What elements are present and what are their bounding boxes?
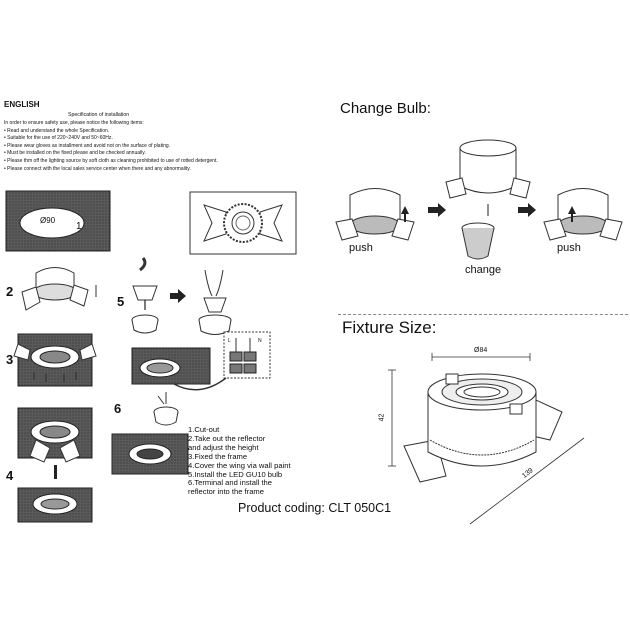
change-label: change bbox=[465, 264, 502, 276]
spec-line: • Read and understand the whole Specific… bbox=[4, 127, 110, 134]
reflector-install-illustration bbox=[111, 392, 189, 475]
spec-line: • Please connect with the local sales se… bbox=[4, 165, 191, 172]
step-line: 5.Install the LED GU10 bulb bbox=[188, 469, 283, 479]
installation-steps-list: 1.Cut-out 2.Take out the reflector and a… bbox=[188, 425, 291, 497]
height-dimension: 42 bbox=[378, 413, 386, 422]
terminal-block-illustration bbox=[223, 331, 271, 379]
change-bulb-left-illustration bbox=[335, 188, 415, 241]
product-coding: Product coding: CLT 050C1 bbox=[238, 501, 392, 515]
spec-line: • Suitable for the use of 220~240V and 5… bbox=[4, 135, 113, 142]
frame-top-view bbox=[189, 191, 297, 255]
terminal-label-n: N bbox=[258, 338, 262, 344]
language-heading: ENGLISH bbox=[4, 100, 40, 109]
frame-adjust-illustration bbox=[21, 267, 97, 311]
change-bulb-middle-illustration bbox=[445, 139, 531, 260]
cutout-diameter-label: Ø90 bbox=[40, 216, 56, 225]
frame-fix-illustration bbox=[17, 407, 93, 523]
bulb-install-illustration bbox=[131, 257, 232, 335]
step-line: 6.Terminal and install the bbox=[188, 478, 272, 488]
arrow-right-icon bbox=[428, 203, 446, 217]
step-1-number: 1 bbox=[76, 221, 82, 232]
step-line: 1.Cut-out bbox=[188, 425, 220, 434]
spec-line: • Must be installed on the fixed please … bbox=[4, 150, 146, 157]
step-line: 2.Take out the reflector bbox=[188, 433, 266, 443]
step-line: and adjust the height bbox=[188, 442, 259, 452]
arrow-right-icon bbox=[518, 203, 536, 217]
step-line: 3.Fixed the frame bbox=[188, 451, 248, 461]
spec-line: • Please wear gloves as installment and … bbox=[4, 142, 171, 149]
change-bulb-right-illustration bbox=[543, 188, 623, 241]
ceiling-connect-illustration bbox=[131, 347, 227, 391]
section-divider bbox=[338, 314, 628, 315]
step-2-number: 2 bbox=[6, 284, 14, 299]
spec-line: • Please thm off the lighting source by … bbox=[4, 157, 218, 164]
spec-list: In order to ensure safety use, please no… bbox=[4, 120, 218, 173]
terminal-label-l: L bbox=[228, 338, 231, 344]
push-label-right: push bbox=[557, 242, 581, 254]
step-line: 4.Cover the wing via wall paint bbox=[188, 460, 291, 470]
fixture-size-heading: Fixture Size: bbox=[342, 318, 437, 337]
step-line: reflector into the frame bbox=[188, 487, 264, 497]
diameter-dimension: Ø84 bbox=[474, 347, 488, 354]
spec-title: Specification of installation bbox=[68, 112, 130, 118]
step-5-number: 5 bbox=[117, 294, 125, 309]
push-label-left: push bbox=[349, 242, 373, 254]
fixture-size-illustration bbox=[388, 353, 585, 525]
ceiling-cutout-illustration bbox=[5, 190, 111, 252]
step-6-number: 6 bbox=[114, 401, 122, 416]
step-4-number: 4 bbox=[6, 468, 14, 483]
change-bulb-heading: Change Bulb: bbox=[340, 100, 431, 117]
step-3-number: 3 bbox=[6, 352, 14, 367]
spec-line: In order to ensure safety use, please no… bbox=[4, 120, 144, 126]
frame-insert-illustration bbox=[13, 333, 97, 387]
